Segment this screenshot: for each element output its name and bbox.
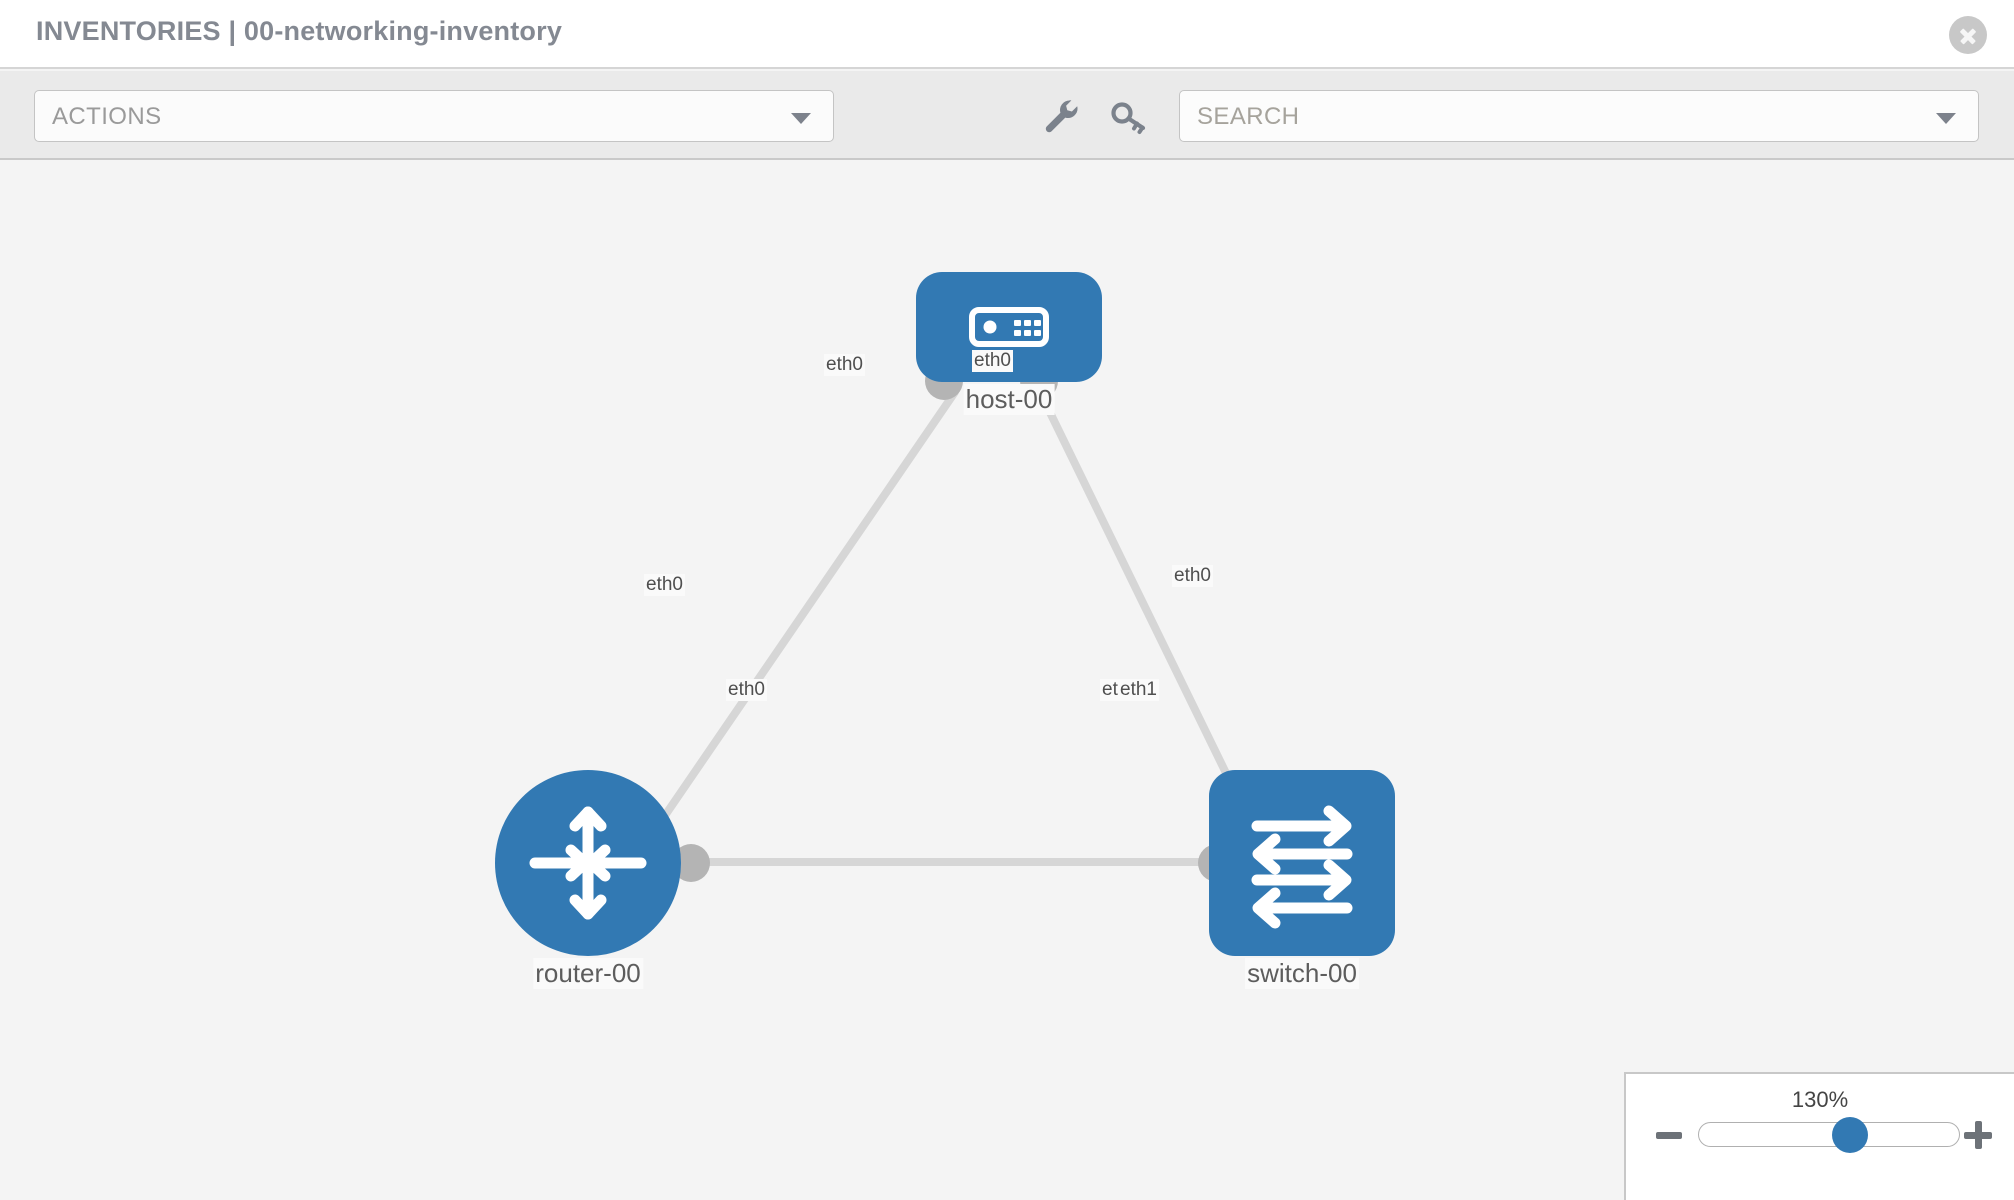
link-host-router <box>636 388 959 856</box>
router-arrows-icon <box>529 806 647 920</box>
zoom-slider[interactable] <box>1698 1117 1960 1153</box>
iface-label-switch-uplink: eth0 <box>1172 565 1213 587</box>
switch-arrows-icon <box>1251 805 1353 929</box>
node-router-00[interactable]: router-00 <box>495 770 681 989</box>
node-host-label: host-00 <box>963 384 1055 415</box>
zoom-out-button[interactable] <box>1656 1132 1682 1139</box>
search-input[interactable]: SEARCH <box>1179 90 1979 142</box>
node-switch-00[interactable]: switch-00 <box>1209 770 1395 989</box>
actions-dropdown-label: ACTIONS <box>52 103 162 130</box>
chevron-down-icon <box>1936 113 1956 124</box>
page-title: INVENTORIES | 00-networking-inventory <box>36 16 563 46</box>
wrench-icon[interactable] <box>1039 95 1081 137</box>
zoom-level-value: 130% <box>1791 1087 1849 1112</box>
key-icon[interactable] <box>1107 95 1149 137</box>
server-icon <box>969 307 1049 347</box>
zoom-in-button[interactable] <box>1964 1121 1992 1149</box>
topology-links <box>636 388 1249 866</box>
iface-label-router-eth0: eth0 <box>726 679 767 701</box>
zoom-slider-thumb[interactable] <box>1832 1117 1869 1153</box>
iface-label-host-left: eth0 <box>824 354 865 376</box>
node-switch-shape <box>1209 770 1395 956</box>
node-switch-label: switch-00 <box>1245 958 1359 989</box>
link-host-switch <box>1036 388 1249 816</box>
close-icon[interactable] <box>1949 16 1987 54</box>
chevron-down-icon <box>791 113 811 124</box>
node-router-label: router-00 <box>533 958 643 989</box>
search-placeholder: SEARCH <box>1197 103 1300 130</box>
actions-dropdown[interactable]: ACTIONS <box>34 90 834 142</box>
topology-canvas[interactable]: host-00 router-00 <box>0 162 2014 1200</box>
iface-label-switch-eth1: eth1 <box>1118 679 1159 701</box>
zoom-control-panel: 130% <box>1624 1072 2014 1200</box>
iface-label-router-uplink: eth0 <box>644 574 685 596</box>
page-header: INVENTORIES | 00-networking-inventory <box>0 0 2014 69</box>
toolbar: ACTIONS SEARCH <box>0 71 2014 160</box>
iface-label-host-right: eth0 <box>972 350 1013 372</box>
